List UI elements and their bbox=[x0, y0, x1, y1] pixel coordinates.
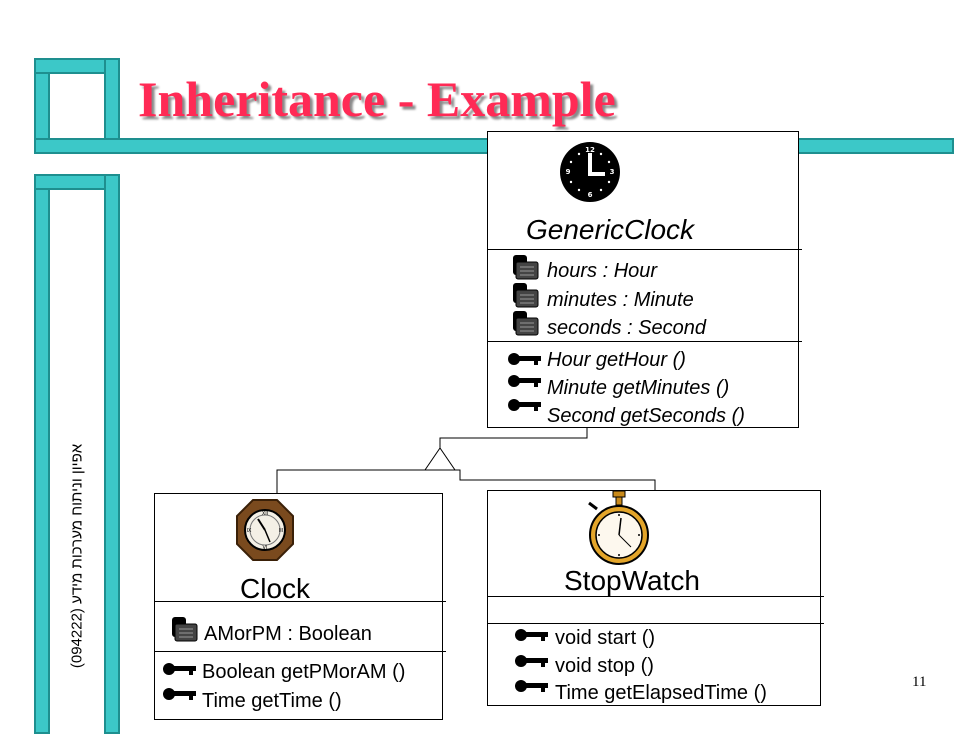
padlock-icon bbox=[513, 283, 539, 308]
connector-stopwatch bbox=[440, 469, 656, 490]
svg-text:6: 6 bbox=[588, 191, 593, 199]
operation-start: void start () bbox=[555, 627, 656, 649]
connector-clock bbox=[276, 469, 440, 493]
padlock-icon bbox=[513, 311, 539, 336]
class-name-clock: Clock bbox=[240, 573, 311, 604]
operation-getminutes: Minute getMinutes () bbox=[547, 377, 730, 399]
operation-getelapsedtime: Time getElapsedTime () bbox=[555, 682, 767, 704]
key-icon bbox=[515, 680, 548, 692]
padlock-icon bbox=[513, 255, 539, 280]
operation-gettime: Time getTime () bbox=[202, 690, 342, 712]
operation-getseconds: Second getSeconds () bbox=[547, 405, 745, 427]
genericclock-divider-2 bbox=[487, 341, 802, 342]
svg-text:IX: IX bbox=[247, 528, 252, 534]
key-icon bbox=[508, 399, 541, 411]
clock-face-icon: 12 3 6 9 bbox=[560, 142, 620, 202]
attribute-hours: hours : Hour bbox=[547, 260, 658, 282]
connector-parent bbox=[439, 428, 588, 448]
class-stopwatch[interactable] bbox=[487, 490, 821, 706]
wall-clock-icon: XII III VI IX bbox=[236, 499, 294, 561]
class-clock[interactable] bbox=[154, 493, 443, 720]
attribute-seconds: seconds : Second bbox=[547, 317, 706, 339]
key-icon bbox=[163, 663, 196, 675]
operation-gethour: Hour getHour () bbox=[547, 349, 686, 371]
stopwatch-divider-2 bbox=[487, 623, 824, 624]
clock-divider-1 bbox=[154, 601, 446, 602]
key-icon bbox=[508, 353, 541, 365]
class-name-stopwatch: StopWatch bbox=[564, 565, 700, 596]
stopwatch-divider-1 bbox=[487, 596, 824, 597]
svg-text:VI: VI bbox=[263, 545, 268, 551]
operation-stop: void stop () bbox=[555, 655, 654, 677]
padlock-icon bbox=[172, 617, 198, 642]
clock-divider-2 bbox=[154, 651, 446, 652]
slide-title: Inheritance - Example bbox=[138, 71, 616, 127]
attribute-minutes: minutes : Minute bbox=[547, 289, 694, 311]
svg-text:9: 9 bbox=[566, 168, 571, 176]
page-number: 11 bbox=[912, 674, 927, 690]
key-icon bbox=[515, 655, 548, 667]
svg-text:3: 3 bbox=[610, 168, 615, 176]
svg-text:III: III bbox=[279, 528, 283, 534]
key-icon bbox=[508, 375, 541, 387]
key-icon bbox=[163, 688, 196, 700]
stopwatch-icon bbox=[588, 490, 649, 565]
genericclock-divider-1 bbox=[487, 249, 802, 250]
key-icon bbox=[515, 629, 548, 641]
inheritance-arrowhead bbox=[424, 447, 456, 471]
attribute-amorpm: AMorPM : Boolean bbox=[204, 623, 372, 645]
operation-getpmoram: Boolean getPMorAM () bbox=[202, 661, 406, 683]
svg-text:XII: XII bbox=[262, 511, 268, 517]
svg-text:12: 12 bbox=[585, 146, 595, 154]
class-name-genericclock: GenericClock bbox=[526, 214, 695, 245]
